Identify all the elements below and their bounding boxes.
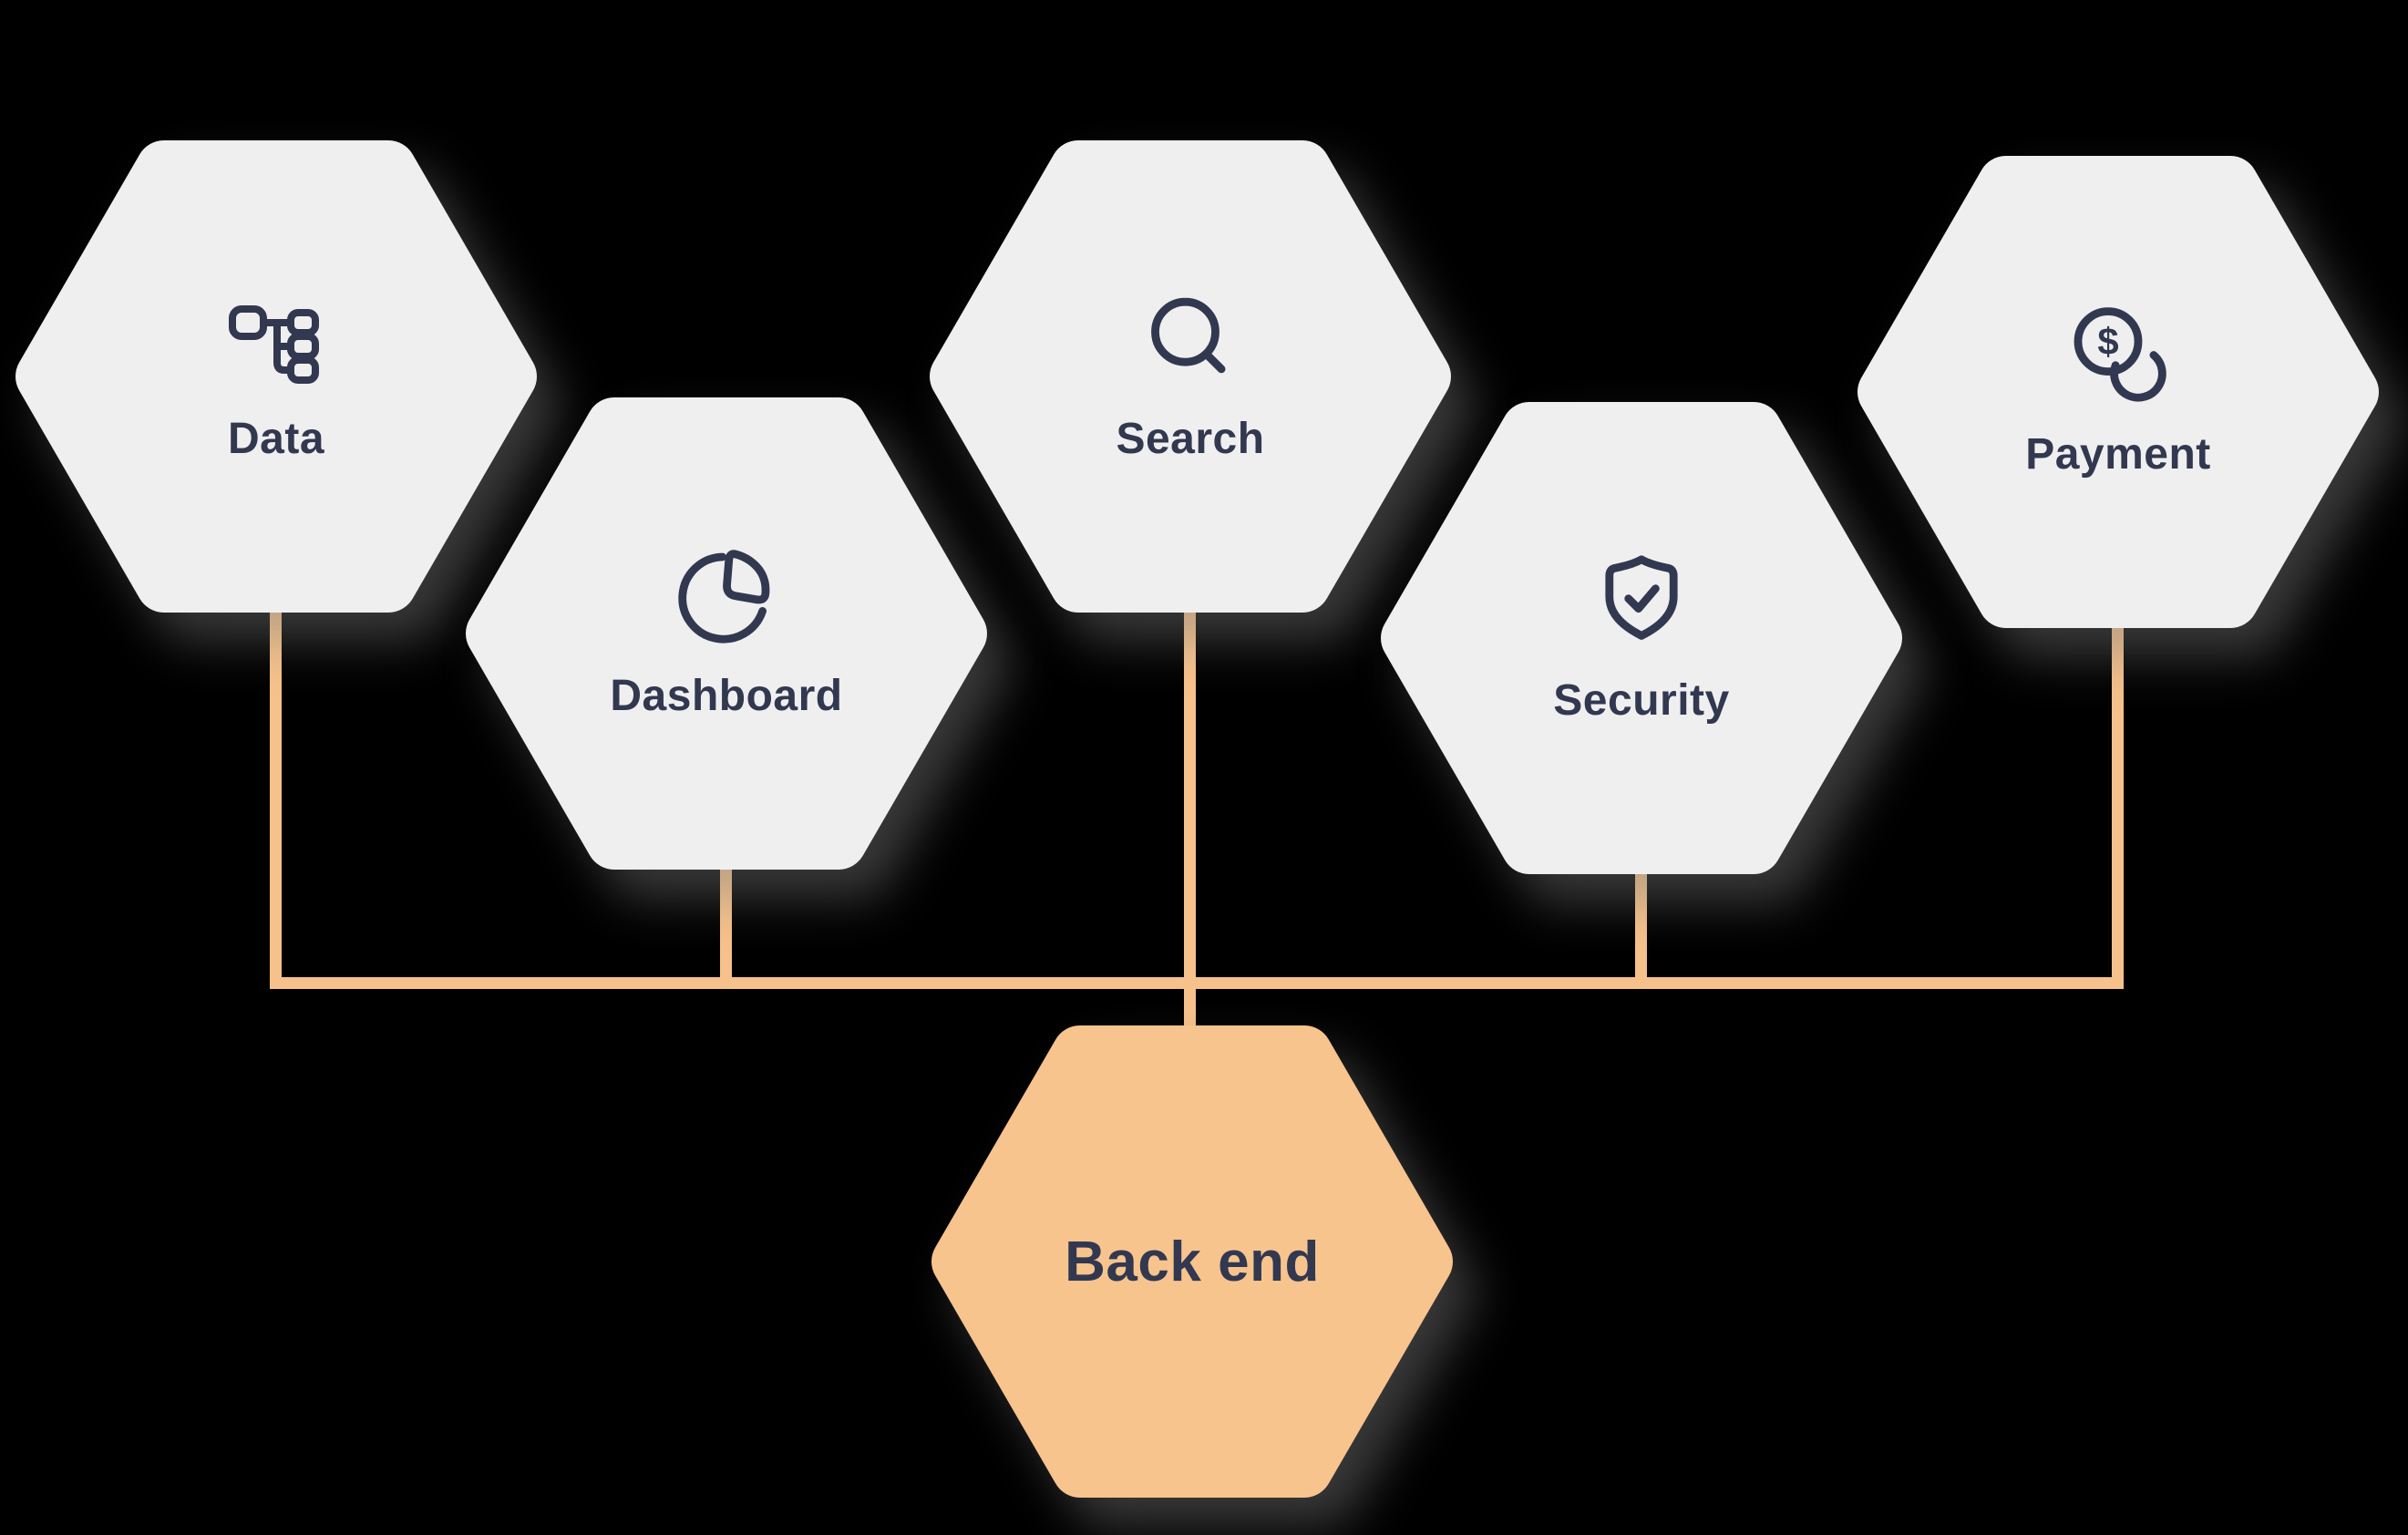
magnifier-icon	[1151, 297, 1226, 373]
hexagon-shape	[466, 397, 987, 870]
node-label: Search	[1116, 414, 1265, 463]
node-label: Dashboard	[610, 671, 843, 720]
hexagon-shape	[930, 140, 1451, 613]
connector-data-drop	[270, 565, 282, 989]
node-security: Security	[1373, 392, 1910, 884]
node-data: Data	[7, 130, 545, 623]
hub-label: Back end	[1065, 1230, 1320, 1293]
coins-icon: $	[2074, 306, 2166, 402]
connector-bus	[270, 977, 2124, 989]
hexagon-shape	[15, 140, 537, 613]
hexagon-shape	[931, 1025, 1453, 1498]
node-label: Data	[227, 414, 325, 463]
node-label: Security	[1553, 675, 1730, 725]
connector-payment-drop	[2112, 592, 2124, 989]
connector-search-drop	[1184, 565, 1196, 1057]
pie-chart-icon	[678, 549, 770, 644]
node-label: Payment	[2025, 429, 2211, 479]
node-dashboard: Dashboard	[458, 387, 995, 880]
node-payment: $ Payment	[1849, 146, 2387, 638]
node-back-end: Back end	[923, 1015, 1461, 1508]
node-search: Search	[921, 130, 1459, 623]
sitemap-icon	[229, 304, 319, 384]
svg-text:$: $	[2097, 319, 2118, 362]
shield-check-icon	[1605, 554, 1678, 640]
